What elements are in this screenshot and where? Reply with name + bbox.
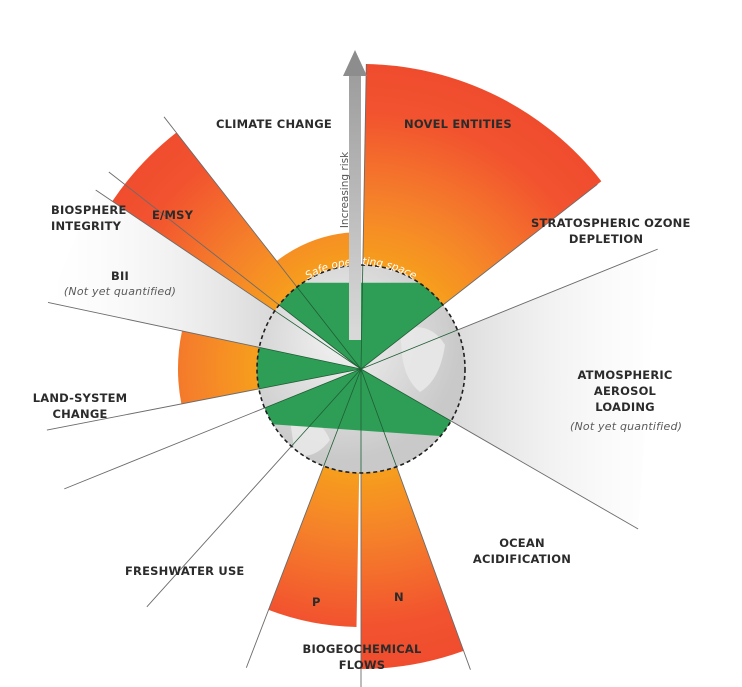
land-system-wedge bbox=[178, 330, 262, 404]
label-sub-emsy: E/MSY bbox=[152, 208, 194, 222]
safe-divider-0 bbox=[360, 265, 364, 370]
label-sub-p: P bbox=[312, 595, 321, 609]
nitrogen-wedge bbox=[361, 464, 464, 669]
safe-sector-2 bbox=[257, 369, 465, 439]
label-freshwater-use: FRESHWATER USE bbox=[125, 564, 245, 578]
label-land-system-change: LAND-SYSTEM CHANGE bbox=[32, 391, 128, 421]
label-sub-bii: BII (Not yet quantified) bbox=[60, 268, 180, 300]
label-sub-n: N bbox=[394, 590, 404, 604]
safe-divider-8 bbox=[323, 368, 362, 467]
novel-entities-wedge bbox=[362, 64, 602, 307]
increasing-risk-axis: Increasing risk bbox=[339, 50, 367, 340]
safe-divider-2 bbox=[278, 304, 362, 370]
safe-operating-boundary bbox=[256, 264, 466, 474]
safe-divider-13 bbox=[360, 329, 458, 370]
label-biosphere-integrity: BIOSPHERE INTEGRITY bbox=[51, 203, 127, 233]
label-atmospheric-aerosol: ATMOSPHERIC AEROSOL LOADING (Not yet qua… bbox=[570, 368, 683, 433]
label-stratospheric-ozone: STRATOSPHERIC OZONE DEPLETION bbox=[531, 216, 691, 246]
aerosol-not-quantified-note: (Not yet quantified) bbox=[570, 420, 683, 433]
safe-divider-3 bbox=[259, 346, 362, 370]
bii-not-quantified-note: (Not yet quantified) bbox=[63, 285, 177, 298]
label-novel-entities: NOVEL ENTITIES bbox=[404, 117, 512, 131]
safe-divider-9 bbox=[291, 368, 362, 447]
safe-divider-6 bbox=[360, 368, 397, 467]
safe-divider-10 bbox=[264, 368, 362, 409]
safe-divider-5 bbox=[360, 368, 452, 422]
phosphorus-wedge bbox=[268, 464, 360, 627]
label-ocean-acidification: OCEAN ACIDIFICATION bbox=[472, 536, 572, 566]
biosphere-emsy-wedge bbox=[112, 132, 299, 312]
safe-divider-12 bbox=[274, 310, 362, 370]
safe-divider-11 bbox=[296, 286, 362, 370]
aerosol-grey-wedge bbox=[361, 249, 658, 529]
safe-divider-1 bbox=[360, 304, 444, 370]
safe-divider-4 bbox=[258, 368, 362, 390]
label-climate-change: CLIMATE CHANGE bbox=[216, 117, 332, 131]
label-biogeochemical-flows: BIOGEOCHEMICAL FLOWS bbox=[302, 642, 422, 672]
increasing-risk-label: Increasing risk bbox=[339, 151, 351, 228]
